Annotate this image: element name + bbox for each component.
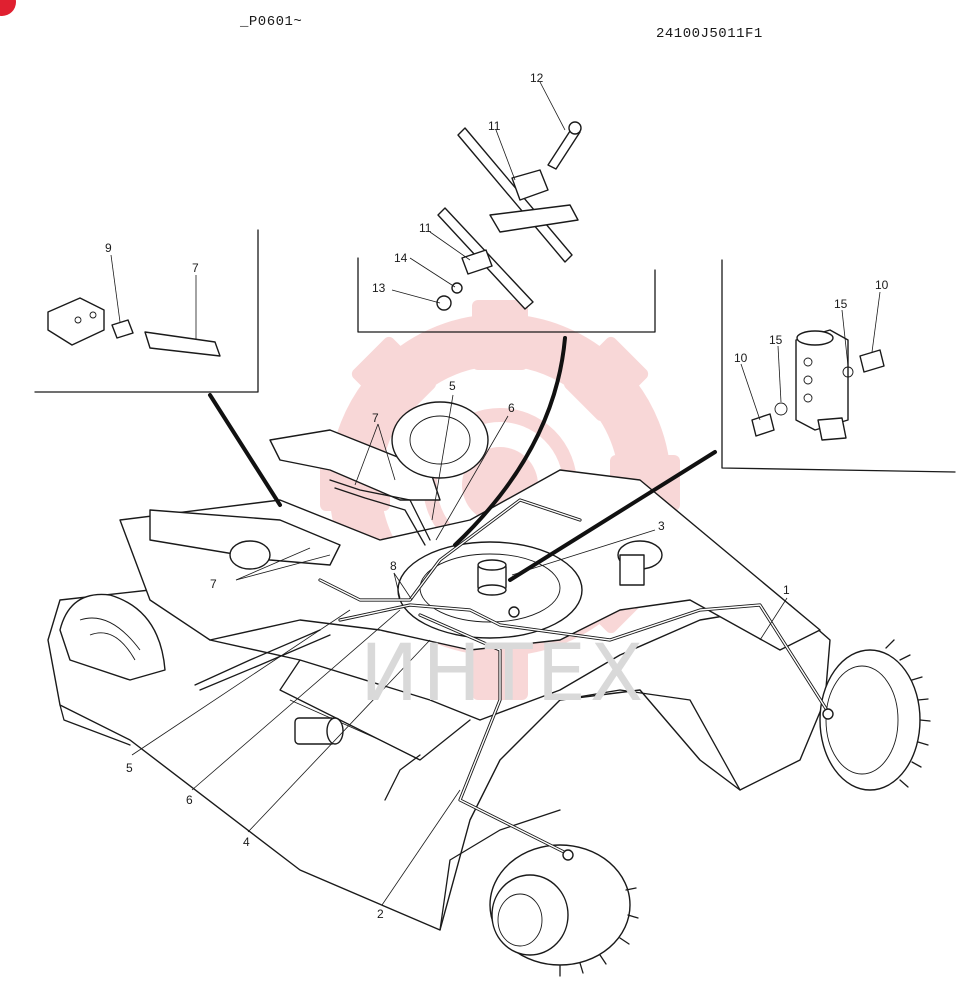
- part-label-13: 13: [372, 281, 386, 295]
- part-label-15-left: 15: [769, 333, 783, 347]
- drawing-code-left: _P0601~: [240, 14, 303, 30]
- part-label-8: 8: [390, 559, 397, 573]
- part-label-6-upper: 6: [508, 401, 515, 415]
- part-label-1: 1: [783, 583, 790, 597]
- part-label-6-lower: 6: [186, 793, 193, 807]
- part-label-7-inset: 7: [192, 261, 199, 275]
- part-label-4: 4: [243, 835, 250, 849]
- part-label-5-upper: 5: [449, 379, 456, 393]
- watermark-text: ИНТЕХ: [360, 629, 647, 719]
- travel-motor: [294, 717, 344, 745]
- part-label-9: 9: [105, 241, 112, 255]
- part-label-11-upper: 11: [488, 119, 501, 133]
- part-labels: 1 2 3 4 5 5 6 6 7 7 7 8 9 10 10 11 11 12…: [105, 71, 889, 921]
- hydraulic-lines: [194, 479, 834, 861]
- part-label-10-left: 10: [734, 351, 748, 365]
- inset-center: [357, 121, 656, 547]
- part-label-7-center: 7: [372, 411, 379, 425]
- part-label-5-lower: 5: [126, 761, 133, 775]
- part-label-2: 2: [377, 907, 384, 921]
- left-track-drum: [59, 593, 166, 681]
- part-label-12: 12: [530, 71, 544, 85]
- leader-lines: [110, 81, 881, 906]
- boom-cylinders: [149, 401, 663, 586]
- part-label-11-lower: 11: [419, 221, 432, 235]
- part-label-15-right: 15: [834, 297, 848, 311]
- part-label-10-right: 10: [875, 278, 889, 292]
- bottom-sprocket: [489, 844, 639, 977]
- part-label-14: 14: [394, 251, 408, 265]
- drawing-code-right: 24100J5011F1: [656, 26, 763, 42]
- part-label-7-left: 7: [210, 577, 217, 591]
- inset-left: [34, 229, 282, 507]
- inset-right: [508, 259, 956, 582]
- part-label-3: 3: [658, 519, 665, 533]
- corner-badge: [0, 0, 16, 16]
- right-sprocket: [819, 639, 931, 791]
